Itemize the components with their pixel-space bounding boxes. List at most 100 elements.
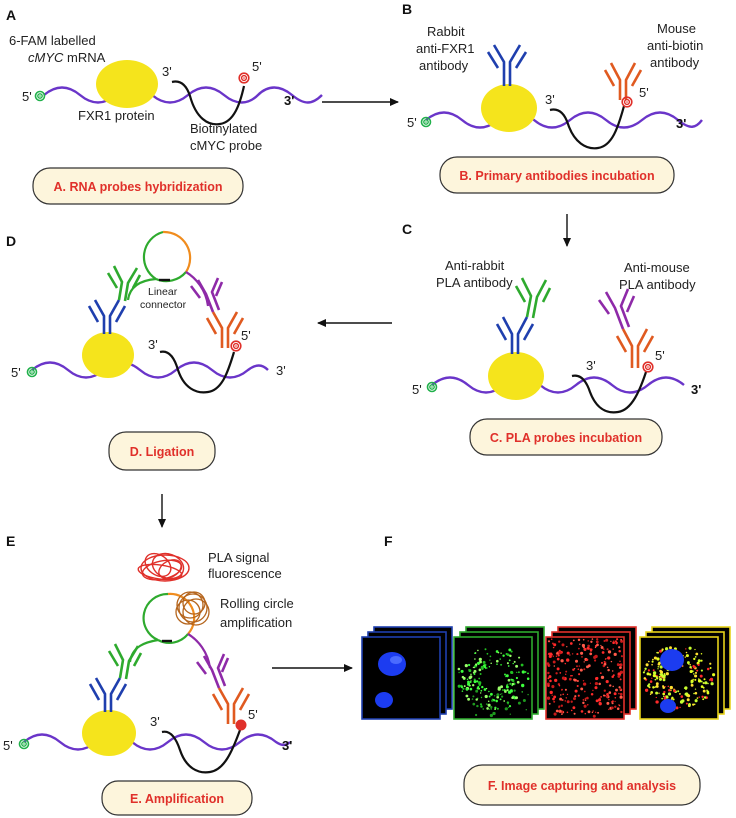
signal-dot xyxy=(499,693,502,696)
signal-dot xyxy=(460,686,464,689)
signal-dot xyxy=(582,701,585,705)
signal-dot xyxy=(688,646,692,650)
signal-dot xyxy=(669,685,673,690)
signal-dot xyxy=(602,694,606,697)
signal-dot xyxy=(508,705,512,708)
signal-dot xyxy=(500,685,504,689)
signal-dot xyxy=(572,639,575,642)
mrna-strand xyxy=(425,111,703,129)
signal-dot xyxy=(558,710,560,712)
signal-dot xyxy=(698,678,700,680)
signal-dot xyxy=(473,680,477,684)
signal-dot xyxy=(595,676,599,680)
signal-dot xyxy=(527,672,529,675)
signal-dot xyxy=(517,701,521,705)
signal-dot xyxy=(548,652,551,655)
signal-dot xyxy=(556,657,560,661)
signal-dot xyxy=(578,665,581,667)
signal-dot xyxy=(710,682,714,686)
signal-dot xyxy=(686,661,690,665)
signal-dot xyxy=(685,654,689,658)
signal-dot xyxy=(470,673,472,676)
signal-dot xyxy=(659,669,662,673)
end-5-probe: 5' xyxy=(639,85,649,100)
probe-label-line2: cMYC probe xyxy=(190,138,262,153)
signal-dot xyxy=(571,653,574,655)
signal-dot xyxy=(583,661,585,663)
signal-dot xyxy=(564,662,567,665)
signal-dot xyxy=(583,704,587,708)
signal-dot xyxy=(515,664,519,668)
signal-dot xyxy=(493,695,496,697)
signal-dot xyxy=(458,671,460,674)
signal-dot xyxy=(573,678,577,682)
signal-dot xyxy=(595,699,599,703)
signal-dot xyxy=(608,699,610,701)
signal-dot xyxy=(667,692,672,696)
signal-dot xyxy=(582,682,587,686)
signal-dot xyxy=(659,665,663,669)
signal-dot xyxy=(580,710,584,713)
signal-dot xyxy=(573,712,576,715)
signal-dot xyxy=(646,672,650,676)
signal-dot xyxy=(558,651,562,655)
caption: F. Image capturing and analysis xyxy=(488,779,676,793)
signal-dot xyxy=(655,696,657,699)
signal-dot xyxy=(474,658,476,660)
signal-dot xyxy=(481,685,484,689)
caption: A. RNA probes hybridization xyxy=(54,180,223,194)
fam-label-icon xyxy=(34,90,46,102)
signal-dot xyxy=(587,710,591,714)
signal-dot xyxy=(642,671,645,674)
image-stack-red xyxy=(545,626,637,720)
signal-dot xyxy=(509,654,512,658)
signal-dot xyxy=(576,653,579,656)
signal-dot xyxy=(552,660,556,664)
signal-dot xyxy=(603,662,607,666)
signal-dot xyxy=(608,708,610,711)
signal-dot xyxy=(479,703,483,706)
signal-dot xyxy=(573,667,576,670)
signal-dot xyxy=(610,640,612,643)
signal-dot xyxy=(655,691,659,695)
signal-dot xyxy=(697,659,701,663)
probe-label: Biotinylated xyxy=(190,121,257,136)
signal-dot xyxy=(655,684,659,688)
biotinylated-probe xyxy=(549,105,626,150)
signal-dot xyxy=(596,643,599,647)
signal-dot xyxy=(561,713,563,715)
caption-box xyxy=(469,418,663,456)
signal-dot xyxy=(561,699,564,701)
panel-d: D Linear connector 5' xyxy=(6,230,286,471)
signal-dot xyxy=(548,654,552,659)
signal-dot xyxy=(587,640,589,642)
signal-dot xyxy=(610,706,614,710)
signal-dot xyxy=(501,695,504,698)
end-3-right: 3' xyxy=(691,382,701,397)
signal-dot xyxy=(706,691,710,695)
signal-dot xyxy=(568,677,572,681)
signal-dot xyxy=(583,668,586,671)
fxr1-protein xyxy=(82,710,136,756)
caption: C. PLA probes incubation xyxy=(490,431,642,445)
signal-dot xyxy=(552,646,555,649)
signal-dot xyxy=(694,691,698,695)
signal-dot xyxy=(689,669,693,674)
signal-dot xyxy=(598,682,601,686)
signal-dot xyxy=(478,681,482,685)
signal-dot xyxy=(487,700,490,703)
signal-dot xyxy=(685,651,688,654)
signal-dot xyxy=(694,678,697,681)
signal-dot xyxy=(599,672,602,674)
signal-dot xyxy=(581,656,583,658)
signal-dot xyxy=(689,664,691,666)
signal-dot xyxy=(594,681,599,686)
signal-dot xyxy=(611,702,614,705)
rabbit-antibody-label-line3: antibody xyxy=(419,58,469,73)
signal-dot xyxy=(694,671,698,674)
panel-a: A 6-FAM labelled cMYC mRNA 5' 3' 5' 3' F… xyxy=(6,7,323,205)
signal-dot xyxy=(473,678,476,681)
biotin-tag-icon xyxy=(230,340,242,352)
panel-letter: E xyxy=(6,533,15,549)
signal-dot xyxy=(580,687,584,691)
